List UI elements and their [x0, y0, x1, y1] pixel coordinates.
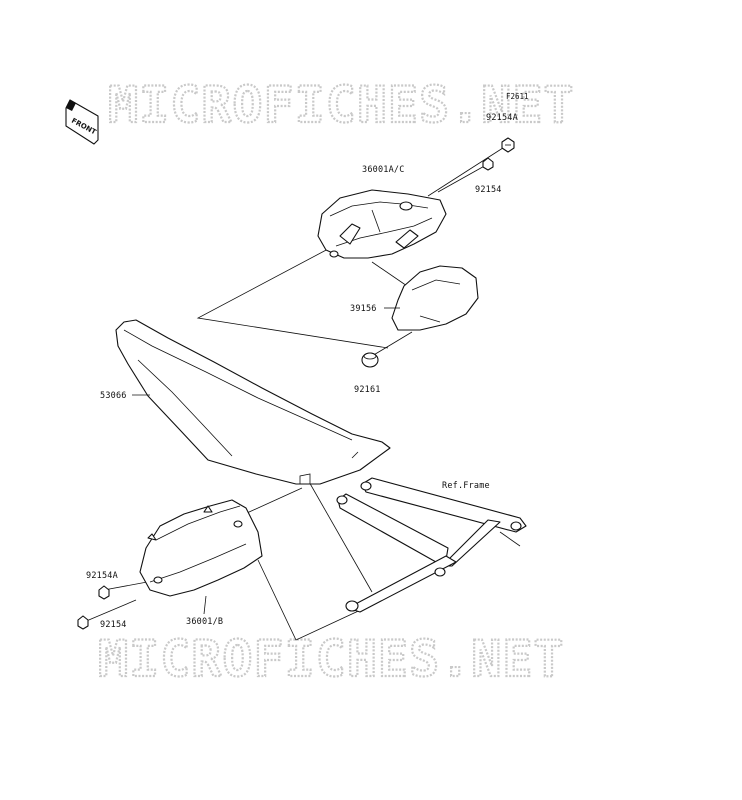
watermark-top: MICROFICHES.NET — [108, 76, 575, 134]
callout-53066: 53066 — [100, 391, 127, 401]
callout-36001ac: 36001A/C — [362, 165, 405, 175]
watermark-bottom: MICROFICHES.NET — [98, 630, 565, 688]
figure-code: F2611 — [506, 92, 529, 101]
callout-92154a-left: 92154A — [86, 571, 118, 581]
callout-36001b: 36001/B — [186, 617, 223, 627]
callout-92161: 92161 — [354, 385, 381, 395]
bolt-92154-left-icon — [77, 615, 89, 630]
callout-39156: 39156 — [350, 304, 377, 314]
left-side-cover — [139, 499, 263, 597]
seat — [115, 319, 391, 485]
callout-92154a-top: 92154A — [486, 113, 518, 123]
callout-ref-frame: Ref.Frame — [442, 481, 490, 491]
callout-92154-left: 92154 — [100, 620, 127, 630]
rear-frame — [336, 477, 527, 613]
seat-pad — [391, 265, 479, 331]
bolt-92154-top-icon — [482, 157, 494, 171]
callout-92154-top: 92154 — [475, 185, 502, 195]
bolt-92154a-top-icon — [501, 137, 515, 153]
grommet-icon — [361, 352, 379, 368]
front-direction-icon: FRONT — [65, 99, 99, 145]
bolt-92154a-left-icon — [98, 585, 110, 600]
right-side-cover — [317, 189, 447, 259]
